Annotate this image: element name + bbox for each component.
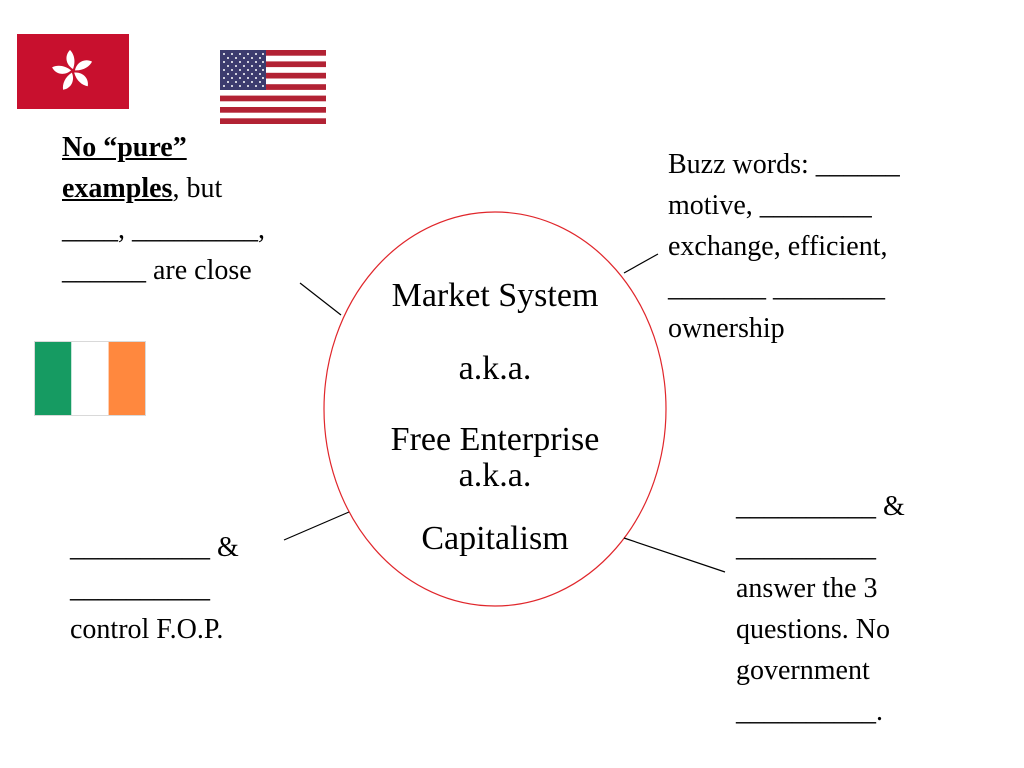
top-right-line-1: Buzz words: ______ [668,149,900,180]
top-right-line-4: _______ ________ [668,272,885,303]
top-right-line-2: motive, ________ [668,190,872,221]
top-left-line-2: examples, but [62,168,332,209]
bottom-left-line-2: __________ [70,573,210,604]
connector-bottom-right [623,537,726,573]
bottom-right-line-2: __________ [736,532,876,563]
center-line-aka-2: a.k.a. [458,457,532,494]
top-left-line-1: No “pure” [62,127,332,168]
examples-heading: examples [62,173,173,204]
connector-top-right [623,253,659,274]
center-line-market-system: Market System [391,277,599,314]
bottom-right-line-5: government [736,655,870,686]
connector-top-left [299,282,342,316]
center-ellipse [323,211,667,607]
bottom-right-line-3: answer the 3 [736,573,878,604]
center-line-capitalism: Capitalism [421,520,569,557]
ireland-flag-icon [34,341,146,416]
top-right-line-5: ownership [668,313,785,344]
but-text: , but [172,173,223,204]
center-title: Market System a.k.a. Free Enterprise a.k… [345,276,645,559]
bottom-right-line-4: questions. No [736,614,890,645]
bottom-right-line-6: __________. [736,696,883,727]
bottom-left-line-1: __________ & [70,532,239,563]
connector-bottom-left [283,511,350,541]
bottom-right-note: __________ & __________ answer the 3 que… [736,486,1006,732]
bottom-left-note: __________ & __________ control F.O.P. [70,527,330,650]
center-line-aka-1: a.k.a. [458,350,532,387]
top-right-line-3: exchange, efficient, [668,231,888,262]
top-left-line-4: ______ are close [62,255,252,286]
bottom-right-line-1: __________ & [736,491,905,522]
bottom-left-line-3: control F.O.P. [70,614,224,645]
top-left-note: No “pure” examples, but ____, _________,… [62,127,332,291]
hong-kong-flag-icon [17,34,129,109]
center-line-free-enterprise: Free Enterprise [390,421,600,458]
top-right-note: Buzz words: ______ motive, ________ exch… [668,144,1008,349]
top-left-line-3: ____, _________, [62,214,265,245]
usa-flag-icon [220,50,326,124]
no-pure-heading: No “pure” [62,132,187,163]
